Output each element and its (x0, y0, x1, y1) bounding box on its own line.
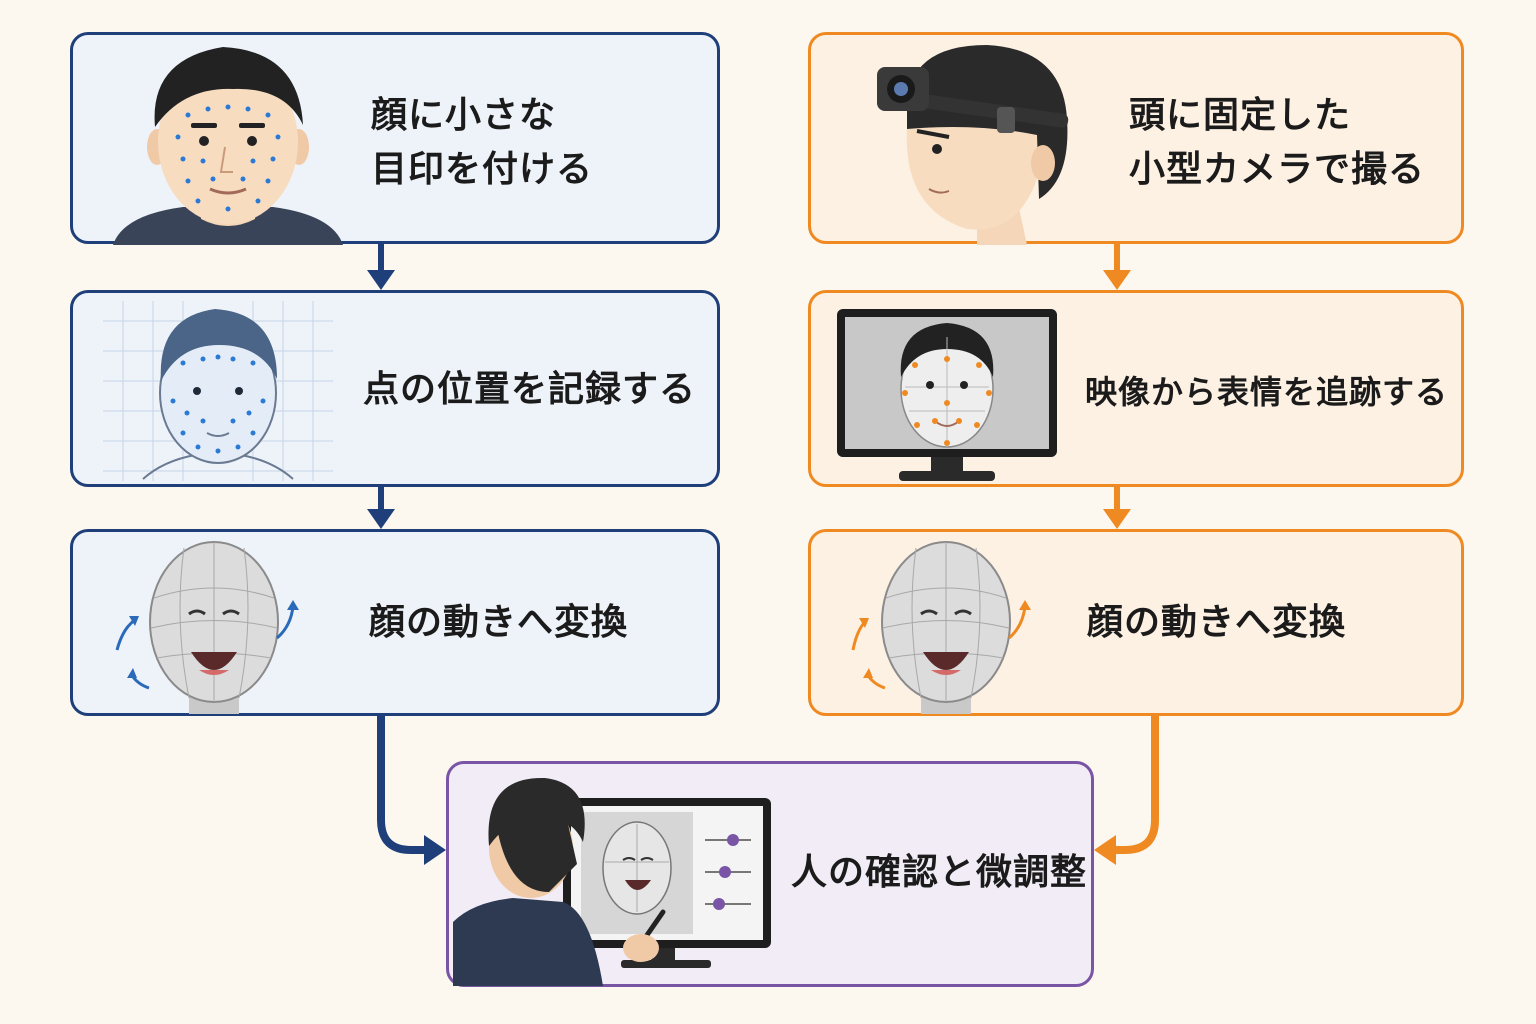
right-step3-card: 顔の動きへ変換 (808, 529, 1464, 716)
face-markers-icon (113, 47, 343, 245)
left-arrow-1 (367, 244, 395, 290)
right-arrow-1 (1103, 244, 1131, 290)
left-arrow-2 (367, 487, 395, 529)
left-step1-line1: 顔に小さな (371, 95, 557, 136)
3d-face-mesh-icon (851, 541, 1031, 714)
right-arrow-to-final (1094, 716, 1159, 865)
left-step1-label: 顔に小さな 目印を付ける (371, 89, 593, 197)
left-step1-line2: 目印を付ける (371, 149, 594, 190)
left-step1-card: 顔に小さな 目印を付ける (70, 32, 720, 245)
left-step3-card: 顔の動きへ変換 (70, 529, 720, 716)
face-grid-scan-icon (103, 301, 333, 481)
left-step2-label: 点の位置を記録する (363, 363, 696, 417)
final-step-card: 人の確認と微調整 (446, 761, 1094, 987)
right-step3-text: 顔の動きへ変換 (1087, 602, 1347, 643)
right-step1-label: 頭に固定した 小型カメラで撮る (1129, 89, 1425, 197)
right-step2-card: 映像から表情を追跡する (808, 290, 1464, 487)
head-camera-icon (877, 45, 1069, 245)
final-step-text: 人の確認と微調整 (791, 852, 1088, 893)
left-step3-label: 顔の動きへ変換 (369, 596, 628, 650)
left-step2-text: 点の位置を記録する (363, 369, 697, 410)
left-step2-card: 点の位置を記録する (70, 290, 720, 487)
left-step3-text: 顔の動きへ変換 (369, 602, 629, 643)
right-arrow-2 (1103, 487, 1131, 529)
right-step1-card: 頭に固定した 小型カメラで撮る (808, 32, 1464, 245)
3d-face-mesh-icon (115, 541, 299, 714)
monitor-face-tracking-icon (837, 309, 1057, 481)
right-step1-line1: 頭に固定した (1129, 95, 1352, 136)
right-step2-text: 映像から表情を追跡する (1085, 373, 1449, 411)
right-step3-label: 顔の動きへ変換 (1087, 596, 1346, 650)
right-step1-line2: 小型カメラで撮る (1129, 149, 1426, 190)
artist-at-monitor-icon (453, 777, 771, 986)
left-arrow-to-final (377, 716, 446, 865)
final-step-label: 人の確認と微調整 (791, 846, 1087, 900)
right-step2-label: 映像から表情を追跡する (1085, 365, 1448, 419)
